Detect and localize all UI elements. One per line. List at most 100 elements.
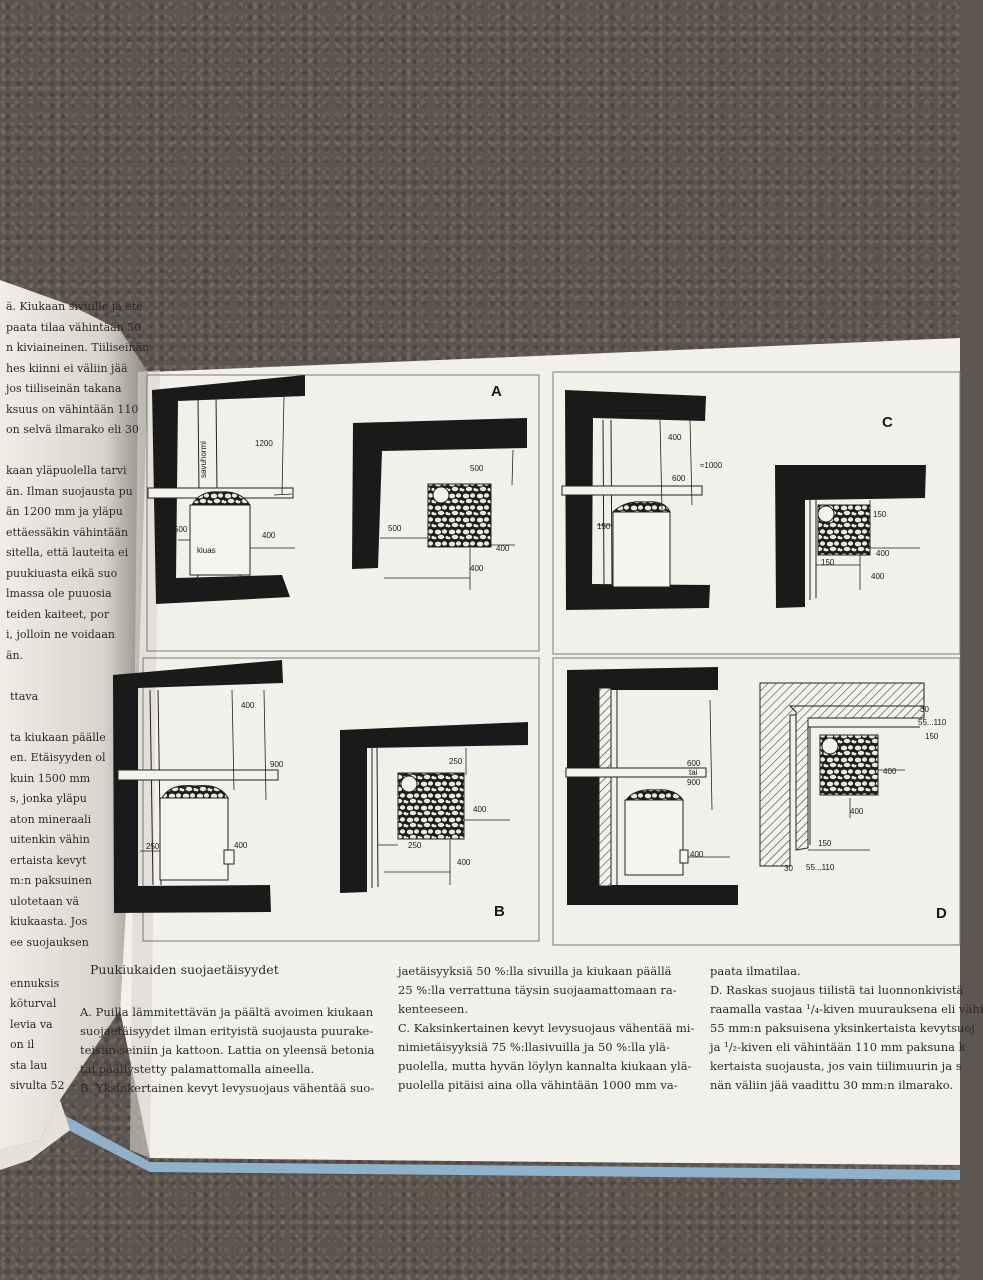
dim-b-250-left: 250 [408,841,422,850]
left-page-line: ee suojauksen [10,935,89,949]
caption-line: B. Yksinkertainen kevyt levysuojaus vähe… [80,1081,375,1095]
left-page-line: än. Ilman suojausta pu [6,484,133,498]
caption-line: ja ¹/₂-kiven eli vähintään 110 mm paksun… [710,1040,966,1054]
dim-b-400-elev: 400 [241,701,255,710]
caption-column-3: paata ilmatilaa. D. Raskas suojaus tiilis… [710,962,983,1095]
left-page-line: köturval [10,997,57,1010]
left-page-line: hes kiinni ei väliin jää [6,361,128,375]
caption-line: puolella, mutta hyvän löylyn kannalta ki… [398,1059,692,1073]
left-page-line: lmassa ole puuosia [6,587,112,600]
dim-b-250-top: 250 [449,757,463,766]
dim-d-400-right: 400 [883,767,897,776]
left-page-line: sivulta 52 [10,1079,65,1092]
dim-c-150-elev: 150 [597,522,611,531]
left-page-line: ennuksis [10,976,60,990]
dim-d-150-left: 150 [818,839,832,848]
caption-line: C. Kaksinkertainen kevyt levysuojaus väh… [398,1021,695,1035]
left-page-line: ulotetaan vä [10,894,80,908]
caption-line: teisiin seiniin ja kattoon. Lattia on yl… [80,1043,375,1057]
caption-line: kenteeseen. [398,1002,468,1016]
dim-a-500-top: 500 [470,464,484,473]
dim-c-400-bottom: 400 [871,572,885,581]
caption-line: paata ilmatilaa. [710,964,801,978]
figure-label-d: D [936,905,947,922]
left-page-line: teiden kaiteet, por [6,607,110,621]
caption-line: D. Raskas suojaus tiilistä tai luonnonki… [710,983,964,997]
left-page-line: sitella, että lauteita ei [6,546,129,559]
figure-label-c: C [882,414,893,431]
figure-label-a: A [491,383,502,400]
left-page-line: puukiuasta eikä suo [6,566,118,580]
left-page-line: s, jonka yläpu [10,792,87,805]
figure-b [113,660,528,913]
dim-d-150-top: 150 [925,732,939,741]
dim-a-kiuas: kiuas [197,546,216,555]
left-page-line: levia va [10,1017,53,1031]
left-page-line: ta kiukaan päälle [10,730,106,744]
left-page-line: kiukaasta. Jos [10,915,88,928]
caption-line: nimietäisyyksiä 75 %:llasivuilla ja 50 %… [398,1040,670,1054]
dim-a-400-bottom: 400 [470,564,484,573]
dim-d-400-bottom: 400 [850,807,864,816]
dim-c-1000: ≈1000 [700,461,723,470]
dim-d-55-110-top: 55...110 [918,718,947,727]
left-page-line: m:n paksuinen [10,874,92,887]
caption-column-1: A. Puilla lämmitettävän ja päältä avoime… [80,1003,380,1098]
figure-frame-d [552,657,961,946]
left-page-line: i, jolloin ne voidaan [6,628,115,641]
dim-d-900: 900 [687,778,701,787]
dim-b-400-bottom: 400 [457,858,471,867]
dim-a-1200: 1200 [255,439,273,448]
caption-line: 25 %:lla verrattuna täysin suojaamattoma… [398,983,677,997]
caption-line: nän väliin jää vaadittu 30 mm:n ilmarako… [710,1078,954,1092]
left-page-line: n kiviaineinen. Tiiliseinän [6,341,150,354]
left-page-line: ksuus on vähintään 110 [6,402,139,416]
left-page: ä. Kiukaan sivuille ja ete paata tilaa vä… [6,300,150,1092]
dim-b-400-right: 400 [473,805,487,814]
dim-b-250-elev: 250 [146,842,160,851]
left-page-line: kaan yläpuolella tarvi [6,464,127,477]
dim-c-400-right: 400 [876,549,890,558]
left-page-line: on il [10,1038,35,1051]
figure-a [147,375,527,604]
left-page-line: än. [6,648,24,662]
dim-a-400-right: 400 [496,544,510,553]
figures: 1200 savuhormi 500 kiuas 400 500 500 400… [113,371,961,946]
dim-c-150-top: 150 [873,510,887,519]
left-page-line: uitenkin vähin [10,833,90,846]
caption-line: puolella pitäisi aina olla vähintään 100… [398,1078,678,1092]
dim-d-55-110-left: 55...110 [806,863,835,872]
caption-line: kertaista suojausta, jos vain tiilimuuri… [710,1059,962,1073]
dimension-labels: 1200 savuhormi 500 kiuas 400 500 500 400… [146,433,947,873]
dim-a-savuhormi: savuhormi [199,441,208,478]
dim-b-900: 900 [270,760,284,769]
figure-frame-c [552,371,961,655]
caption-line: A. Puilla lämmitettävän ja päältä avoime… [80,1005,374,1019]
left-page-line: paata tilaa vähintään 50 [6,320,142,334]
dim-d-400-elev: 400 [690,850,704,859]
left-page-line: kuin 1500 mm [10,771,91,785]
figure-d [565,667,925,905]
caption-line: tai päällystetty palamattomalla aineella… [80,1062,315,1076]
caption-title: Puukiukaiden suojaetäisyydet [90,962,279,977]
dim-a-500-elev: 500 [174,525,188,534]
left-page-line: sta lau [10,1058,48,1072]
dim-d-tai: tai [689,768,698,777]
figure-label-b: B [494,903,505,920]
dim-d-30-left: 30 [784,864,793,873]
left-page-line: ä. Kiukaan sivuille ja ete [6,300,143,313]
dim-d-600: 600 [687,759,701,768]
figure-frame-a [146,374,540,652]
left-page-line: ettäessäkin vähintään [6,525,129,539]
dim-b-400-side: 400 [234,841,248,850]
figure-c [561,390,926,610]
caption-column-2: jaetäisyyksiä 50 %:lla sivuilla ja kiuka… [398,962,698,1095]
caption-line: raamalla vastaa ¹/₄-kiven muurauksena el… [710,1002,983,1016]
dim-a-400-elev: 400 [262,531,276,540]
dim-d-30-top: 30 [920,705,929,714]
figure-frame-b [142,657,540,942]
caption-line: suojaetäisyydet ilman erityistä suojaust… [80,1024,374,1038]
left-page-line: on selvä ilmarako eli 30 [6,423,139,436]
left-page-line: aton mineraali [10,812,92,826]
dim-c-400: 400 [668,433,682,442]
